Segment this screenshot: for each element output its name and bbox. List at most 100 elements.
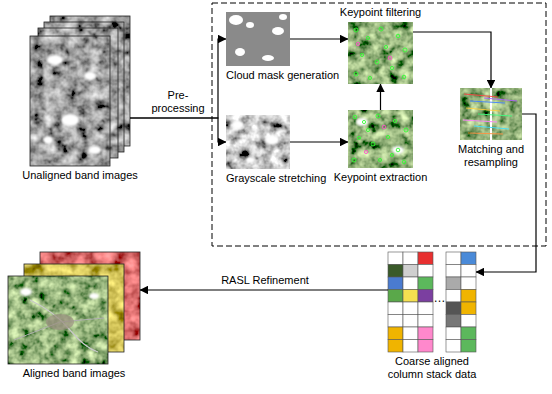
extracted-keypoints-image (352, 158, 356, 162)
column-stack-grid (418, 302, 433, 315)
band-image-stack (30, 16, 130, 166)
cloud-mask-image (226, 12, 290, 66)
column-stack-grid (461, 315, 476, 328)
filtered-keypoints-image (356, 42, 391, 59)
dashed-frame (212, 3, 546, 246)
extracted-keypoints-image (404, 128, 408, 132)
filtered-keypoints-image (366, 36, 369, 39)
extracted-keypoints-image (378, 158, 381, 161)
image-node: Unaligned band images (30, 16, 130, 166)
extracted-keypoints-image (376, 114, 380, 118)
extracted-keypoints-image (353, 115, 357, 119)
flow-arrow (290, 141, 348, 142)
cloud-mask-image (279, 14, 287, 20)
filtered-keypoints-image (354, 28, 358, 32)
aligned-image-stack (8, 252, 140, 364)
matching-image (474, 126, 509, 129)
column-stack-grid (388, 252, 476, 352)
column-stack-grid (403, 265, 418, 278)
extracted-keypoints-image (356, 118, 368, 126)
aligned-image-stack (89, 293, 99, 299)
column-stack-grid (461, 252, 476, 265)
column-stack-grid (403, 290, 418, 303)
image-caption: Unaligned band images (22, 169, 138, 182)
band-image-stack (30, 36, 110, 166)
cloud-mask-image (262, 55, 274, 61)
edge-label: Pre- processing (146, 89, 210, 115)
stretched-image (226, 115, 290, 169)
column-stack-grid (418, 252, 433, 265)
column-stack-grid (388, 340, 403, 353)
image-node: Matching and resampling (460, 88, 522, 140)
extracted-keypoints-image (392, 146, 404, 154)
matching-image (463, 94, 517, 134)
column-stack-grid (461, 340, 476, 353)
extracted-keypoints-image (362, 120, 365, 123)
cloud-mask-image (229, 15, 243, 25)
column-stack-grid (403, 252, 418, 265)
image-node: Grayscale stretching (226, 115, 290, 169)
extracted-keypoints-image (382, 125, 386, 129)
column-stack-grid (461, 327, 476, 340)
extracted-keypoints-image (396, 148, 400, 152)
image-caption: Keypoint filtering (340, 6, 421, 19)
image-node: Keypoint extraction (348, 110, 413, 168)
extracted-keypoints-image (366, 128, 369, 131)
cloud-mask-image (272, 27, 284, 35)
column-stack-grid (388, 290, 403, 303)
filtered-keypoints-image (348, 22, 413, 84)
filtered-keypoints-image (402, 75, 406, 79)
column-stack-grid (446, 315, 461, 328)
matching-image (492, 88, 522, 140)
band-image-stack (30, 36, 110, 166)
column-stack-grid (446, 265, 461, 278)
column-stack-grid (446, 340, 461, 353)
image-node: Coarse aligned column stack data (388, 252, 476, 352)
column-stack-grid (461, 290, 476, 303)
image-node: Aligned band images (8, 252, 140, 364)
extracted-keypoints-image (393, 119, 396, 122)
stretched-image (265, 135, 279, 145)
extracted-keypoints-image (357, 136, 360, 139)
filtered-keypoints-image (388, 56, 392, 60)
column-stack-grid (388, 277, 403, 290)
band-image-stack (61, 114, 79, 126)
stretched-image (226, 115, 290, 169)
image-caption: Cloud mask generation (226, 69, 339, 82)
filtered-keypoints-image (403, 48, 407, 52)
column-stack-grid (418, 265, 433, 278)
band-image-stack (43, 136, 53, 144)
extracted-keypoints-image (390, 153, 393, 156)
column-stack-grid (446, 327, 461, 340)
column-stack-grid (403, 277, 418, 290)
column-stack-grid (403, 315, 418, 328)
column-stack-grid (461, 277, 476, 290)
image-caption: Aligned band images (23, 367, 126, 380)
extracted-keypoints-image (402, 160, 406, 164)
column-stack-grid (418, 340, 433, 353)
aligned-image-stack (20, 288, 32, 296)
extracted-keypoints-image (364, 125, 385, 153)
filtered-keypoints-image (354, 72, 358, 76)
flow-arrow (476, 114, 536, 272)
filtered-keypoints-image (360, 53, 363, 56)
column-stack-grid (418, 327, 433, 340)
column-stack-grid (418, 277, 433, 290)
column-stack-grid (446, 302, 461, 315)
filtered-keypoints-image (384, 45, 387, 48)
column-stack-grid (388, 265, 403, 278)
column-stack-grid (403, 327, 418, 340)
column-stack-grid (446, 290, 461, 303)
image-caption: Matching and resampling (453, 143, 529, 169)
column-stack-grid (388, 327, 403, 340)
ellipsis-mark: … (433, 292, 446, 305)
extracted-keypoints-image (364, 150, 367, 153)
matching-image (463, 120, 497, 122)
column-stack-grid (403, 340, 418, 353)
extracted-keypoints-image (348, 110, 413, 168)
extracted-keypoints-image (348, 110, 413, 168)
aligned-image-stack (8, 276, 108, 364)
cloud-mask-image (226, 12, 290, 66)
filtered-keypoints-image (354, 27, 407, 80)
